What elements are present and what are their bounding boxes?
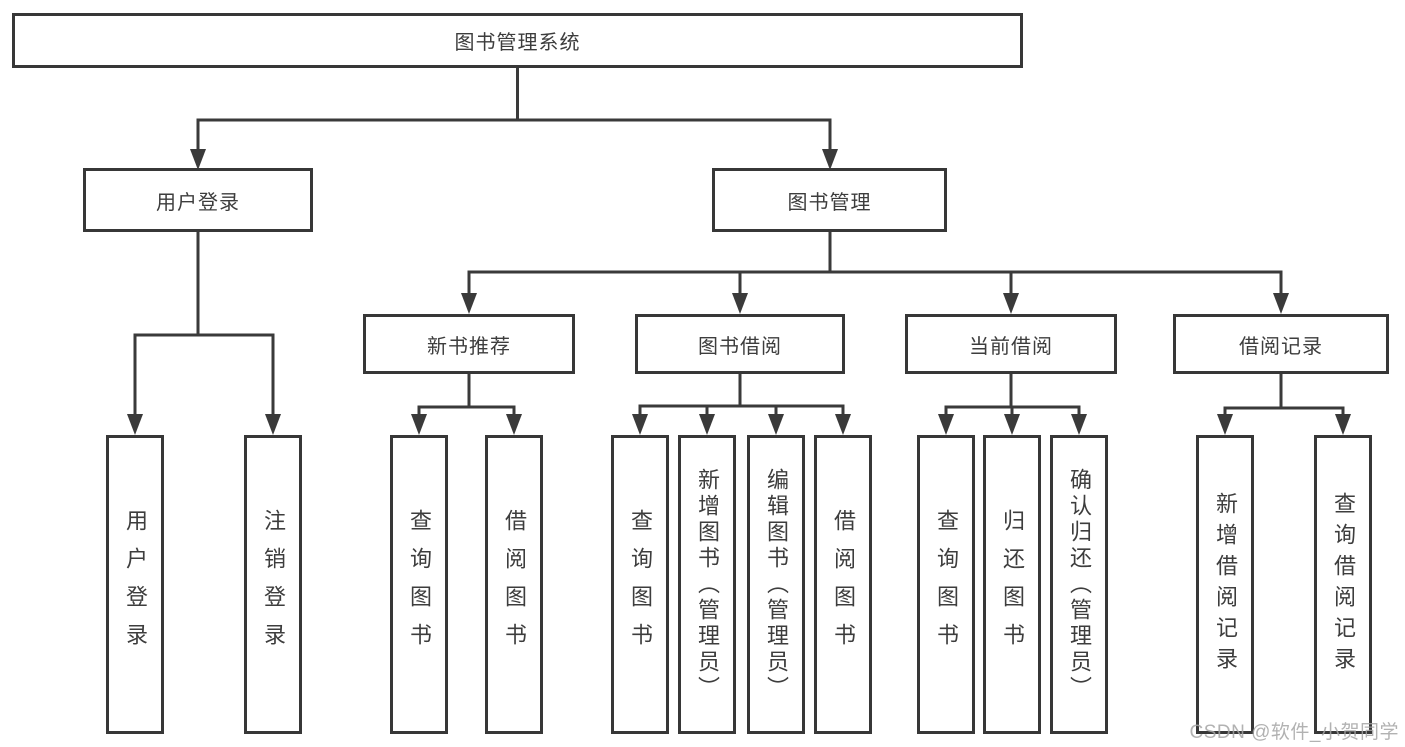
leaf-query-books-2: 查询图书 [611, 435, 669, 734]
node-label: 查询借阅记录 [1331, 491, 1356, 678]
leaf-add-borrow-record: 新增借阅记录 [1196, 435, 1254, 734]
leaf-logout: 注销登录 [244, 435, 302, 734]
node-label: 新增图书（管理员） [695, 467, 720, 702]
node-borrowing-records: 借阅记录 [1173, 314, 1389, 374]
node-book-management-branch: 图书管理 [712, 168, 947, 232]
node-label: 借阅图书 [831, 508, 856, 661]
leaf-borrow-books-1: 借阅图书 [485, 435, 543, 734]
node-label: 图书借阅 [698, 335, 782, 358]
node-label: 新书推荐 [427, 335, 511, 358]
node-label: 新增借阅记录 [1213, 491, 1238, 678]
csdn-watermark: CSDN @软件_小贺同学 [1189, 722, 1399, 743]
node-label: 当前借阅 [969, 335, 1053, 358]
node-label: 确认归还（管理员） [1067, 467, 1092, 702]
leaf-query-borrow-record: 查询借阅记录 [1314, 435, 1372, 734]
leaf-return-books: 归还图书 [983, 435, 1041, 734]
arrowheads [127, 149, 1351, 435]
leaf-user-login: 用户登录 [106, 435, 164, 734]
node-label: 编辑图书（管理员） [764, 467, 789, 702]
leaf-confirm-return-admin: 确认归还（管理员） [1050, 435, 1108, 734]
node-library-management-system: 图书管理系统 [12, 13, 1023, 68]
node-label: 用户登录 [123, 508, 148, 661]
leaf-borrow-books-2: 借阅图书 [814, 435, 872, 734]
node-label: 查询图书 [628, 508, 653, 661]
node-user-login-branch: 用户登录 [83, 168, 313, 232]
node-label: 借阅记录 [1239, 335, 1323, 358]
node-label: 归还图书 [1000, 508, 1025, 661]
node-new-book-recommendation: 新书推荐 [363, 314, 575, 374]
leaf-add-books-admin: 新增图书（管理员） [678, 435, 736, 734]
node-label: 查询图书 [407, 508, 432, 661]
node-label: 借阅图书 [502, 508, 527, 661]
node-label: 用户登录 [156, 191, 240, 214]
node-book-borrowing: 图书借阅 [635, 314, 845, 374]
node-label: 图书管理系统 [454, 32, 581, 54]
node-label: 注销登录 [261, 508, 286, 661]
node-current-borrowing: 当前借阅 [905, 314, 1117, 374]
leaf-query-books-3: 查询图书 [917, 435, 975, 734]
leaf-edit-books-admin: 编辑图书（管理员） [747, 435, 805, 734]
leaf-query-books-1: 查询图书 [390, 435, 448, 734]
node-label: 查询图书 [934, 508, 959, 661]
node-label: 图书管理 [787, 191, 872, 214]
